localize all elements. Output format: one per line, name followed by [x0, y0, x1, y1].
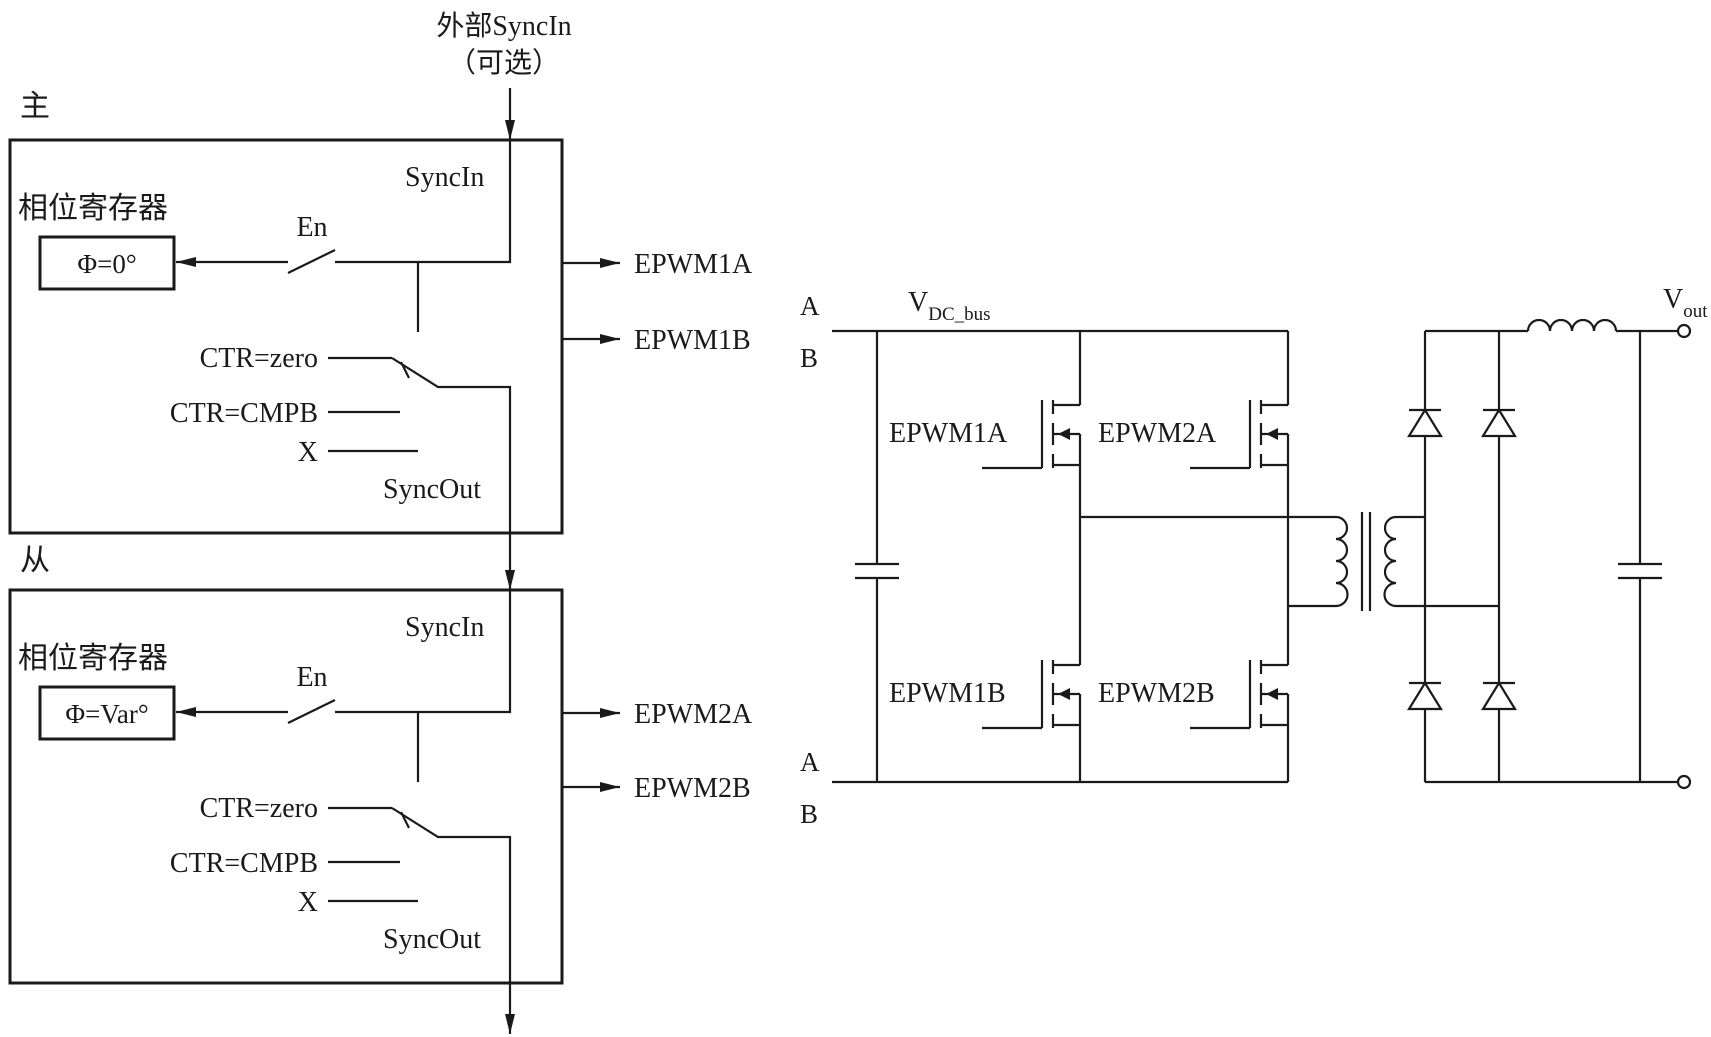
node-b-top: B	[800, 343, 818, 373]
vout-subscript: out	[1683, 301, 1708, 322]
master-box	[8, 138, 564, 535]
slave-phase-box	[38, 685, 176, 741]
master-en-switch	[287, 249, 336, 274]
mosfet-epwm2b-label: EPWM2B	[1098, 678, 1215, 709]
mosfet-epwm1a-label: EPWM1A	[889, 418, 1008, 449]
vout-terminal-bottom	[1676, 774, 1692, 790]
slave-ctr-cmpb-label: CTR=CMPB	[170, 848, 318, 879]
master-selector-switch	[391, 357, 512, 533]
vdc-bus-label: VDC_bus	[908, 287, 991, 325]
master-x-label: X	[298, 437, 318, 468]
master-selector-tick	[400, 361, 410, 379]
slave-selector-tick	[400, 811, 410, 829]
slave-phase-value: Φ=Var°	[65, 699, 148, 729]
vdc-main: V	[908, 287, 928, 318]
master-syncin-label: SyncIn	[405, 162, 484, 193]
diode-d2	[1481, 407, 1517, 438]
mosfet-epwm2a	[1190, 400, 1290, 470]
full-bridge-circuit: A B A B VDC_bus	[800, 284, 1708, 829]
vout-main: V	[1663, 284, 1683, 315]
mosfet-epwm1b-label: EPWM1B	[889, 678, 1006, 709]
mosfet-epwm2b	[1190, 660, 1290, 730]
slave-syncout-label: SyncOut	[383, 924, 481, 955]
vout-terminal-top	[1676, 323, 1692, 339]
slave-out-a-label: EPWM2A	[634, 699, 753, 730]
slave-en-switch	[287, 699, 336, 724]
slave-ctr-zero-label: CTR=zero	[200, 793, 318, 824]
master-phase-box	[38, 235, 176, 291]
slave-syncin-wire	[335, 590, 512, 714]
master-phase-value: Φ=0°	[77, 249, 136, 279]
mosfet-epwm2a-label: EPWM2A	[1098, 418, 1217, 449]
slave-phase-register-label: 相位寄存器	[18, 642, 168, 675]
slave-x-label: X	[298, 887, 318, 918]
diode-d4	[1481, 680, 1517, 711]
output-inductor	[1526, 318, 1678, 333]
master-out-a-label: EPWM1A	[634, 249, 753, 280]
master-title: 主	[20, 90, 50, 123]
slave-title: 从	[20, 544, 50, 577]
node-a-bottom: A	[800, 747, 820, 777]
vdc-subscript: DC_bus	[928, 304, 990, 325]
mosfet-epwm1a	[982, 400, 1082, 470]
transformer	[1335, 512, 1397, 611]
optional-label: （可选）	[448, 47, 560, 79]
master-ctr-cmpb-label: CTR=CMPB	[170, 398, 318, 429]
master-out-b-label: EPWM1B	[634, 325, 751, 356]
vout-label: Vout	[1663, 284, 1708, 322]
master-phase-register-label: 相位寄存器	[18, 192, 168, 225]
mosfet-epwm1b	[982, 660, 1082, 730]
diode-d3	[1407, 680, 1443, 711]
slave-block: 从 SyncIn 相位寄存器 Φ=Var° En CTR=zero CTR=CM…	[8, 544, 753, 985]
slave-syncin-label: SyncIn	[405, 612, 484, 643]
slave-out-b-label: EPWM2B	[634, 773, 751, 804]
master-ctr-zero-label: CTR=zero	[200, 343, 318, 374]
diode-d1	[1407, 407, 1443, 438]
external-syncin-label: 外部SyncIn	[436, 10, 571, 42]
slave-selector-switch	[391, 807, 512, 983]
master-block: 主 SyncIn 相位寄存器 Φ=0° En CTR=zero CTR=CMPB…	[8, 90, 753, 535]
master-syncout-label: SyncOut	[383, 474, 481, 505]
node-a-top: A	[800, 291, 820, 321]
master-en-label: En	[296, 212, 327, 243]
node-b-bottom: B	[800, 799, 818, 829]
master-syncin-wire	[335, 140, 512, 264]
slave-en-label: En	[296, 662, 327, 693]
